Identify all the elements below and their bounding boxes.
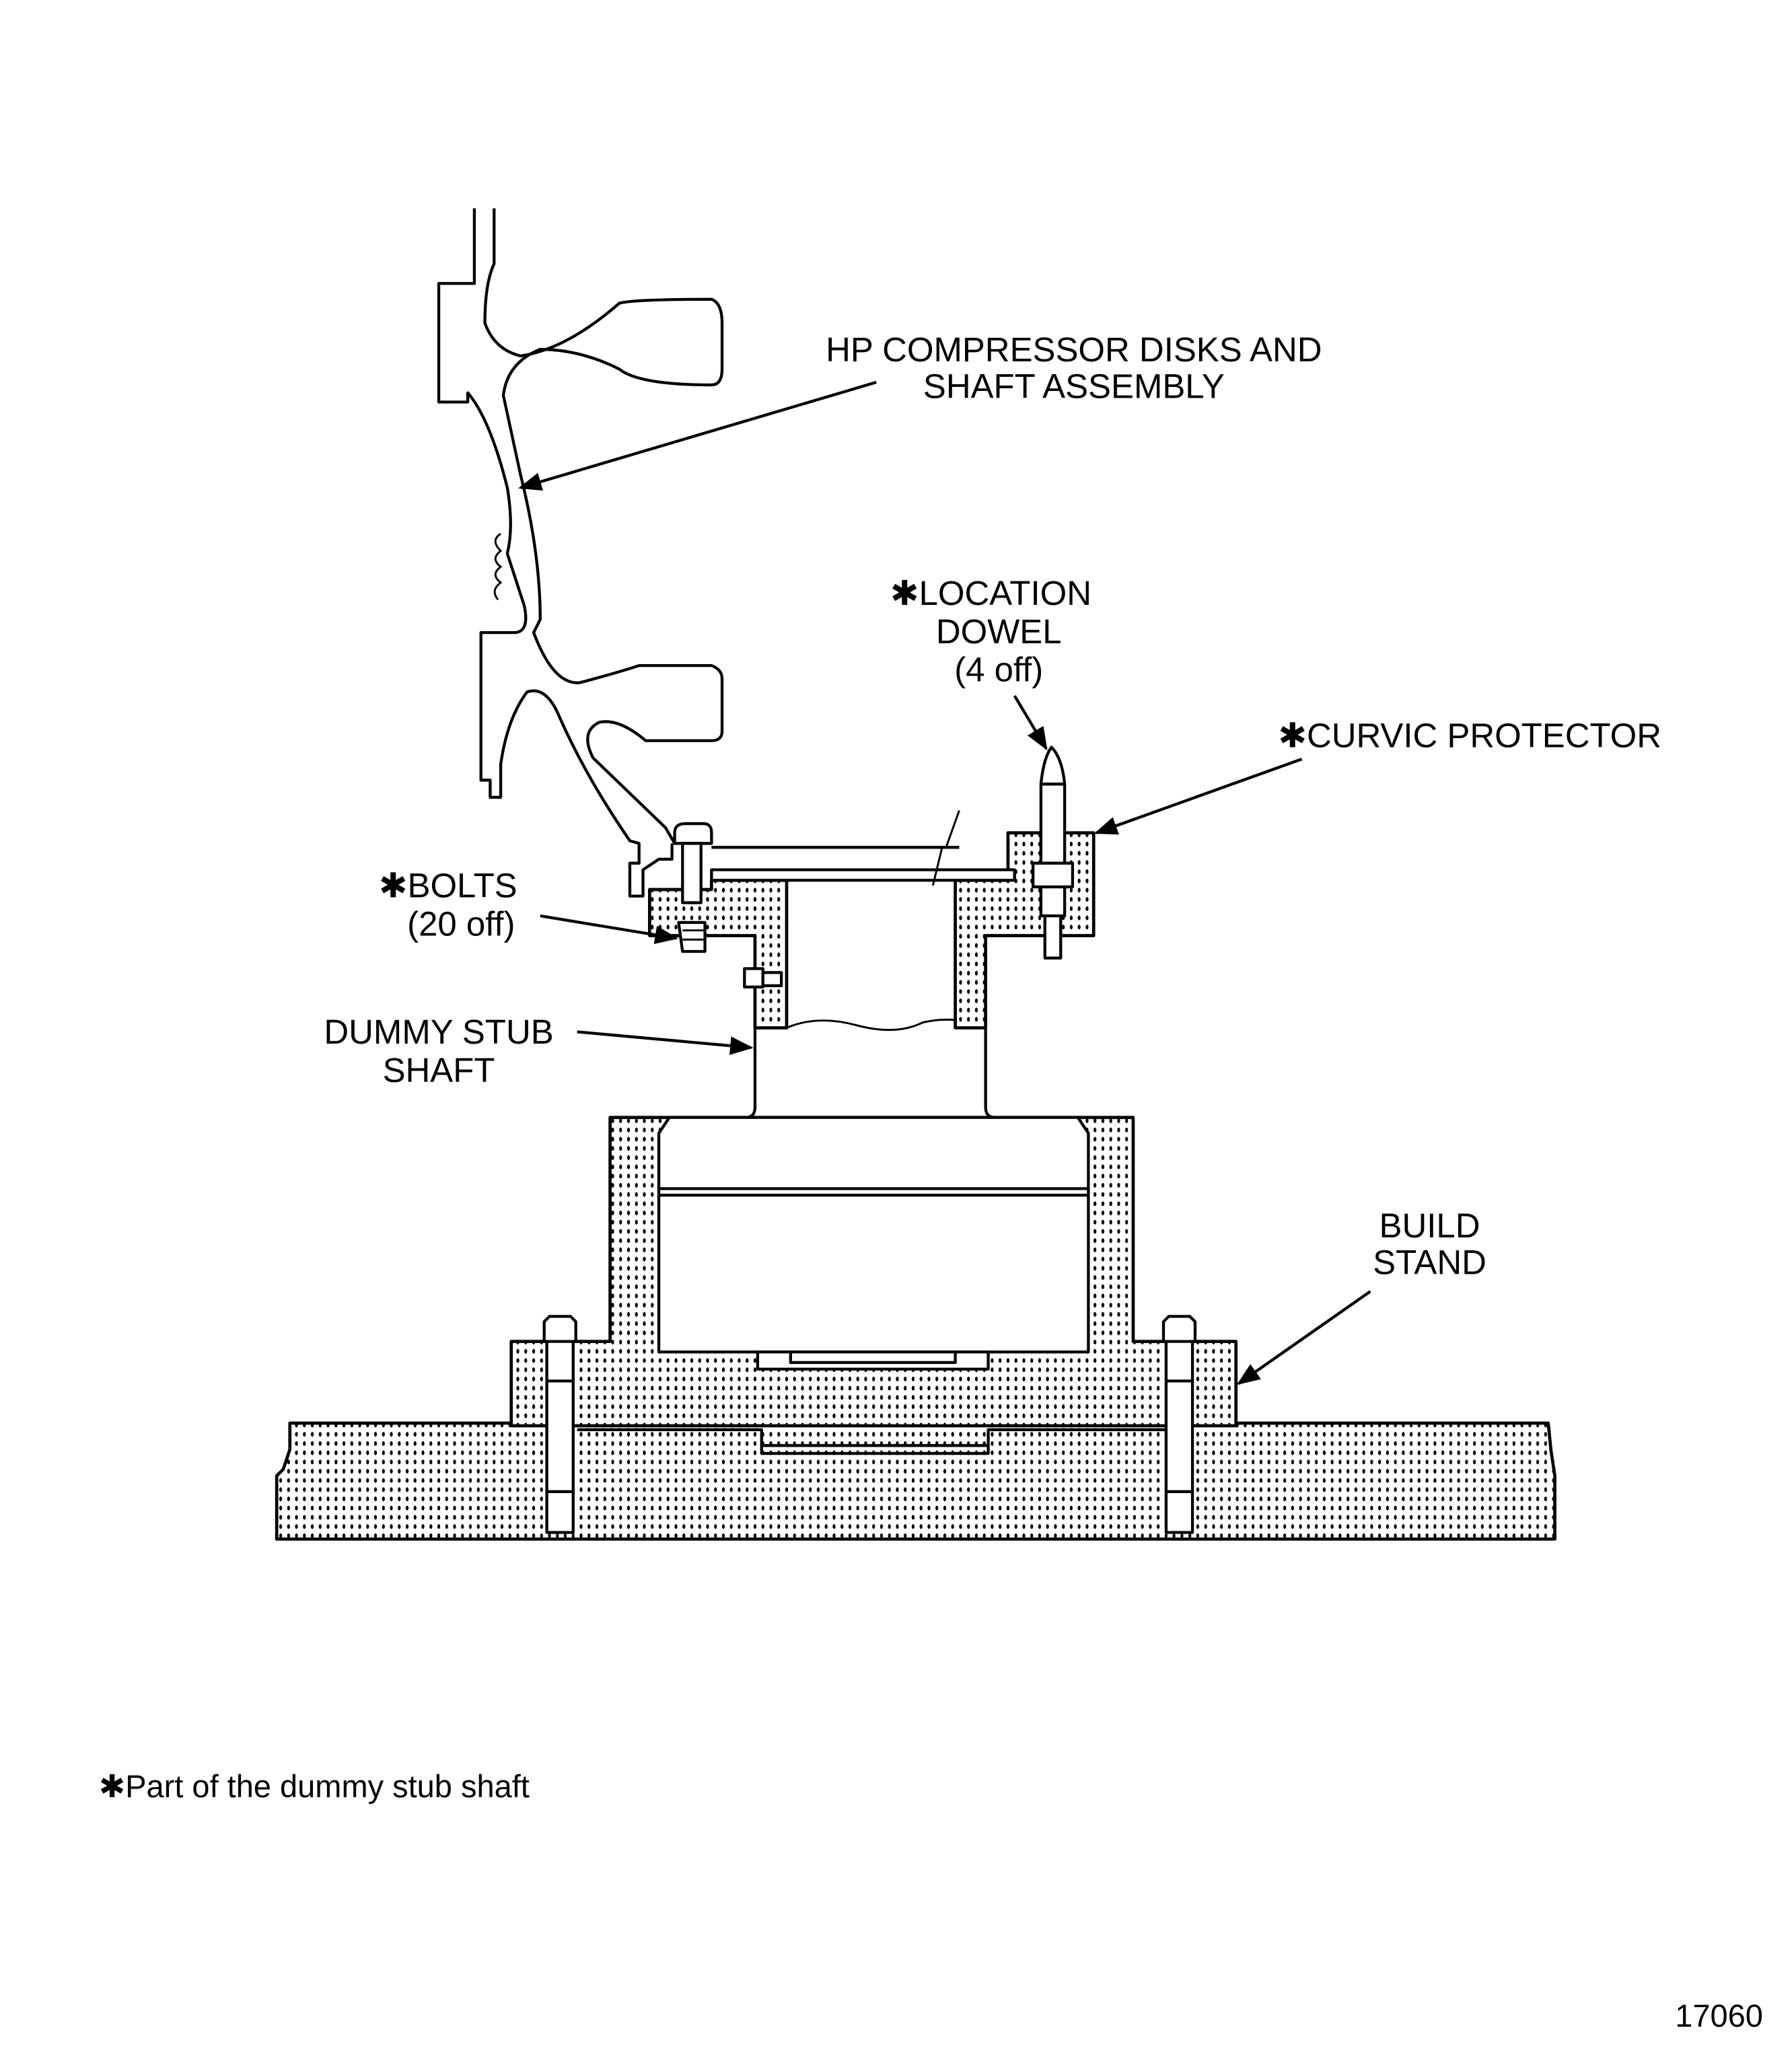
label-build-stand-line1: BUILD — [1379, 1206, 1480, 1245]
hp-compressor-disks — [437, 208, 724, 898]
stand-bolt-left — [542, 1315, 577, 1534]
leader-bolts — [540, 914, 678, 944]
stand-adapter — [657, 1116, 1090, 1354]
dummy-stub-shaft — [647, 810, 1096, 1119]
figure-number: 17060 — [1675, 1998, 1763, 2033]
build-stand — [275, 1116, 1556, 1541]
leader-dummy-stub-shaft — [577, 1030, 754, 1055]
leader-curvic-protector — [1094, 758, 1303, 835]
stand-bolt-right — [1161, 1315, 1197, 1534]
label-bolts-line1: ✱BOLTS — [379, 867, 517, 905]
leader-location-dowel — [1013, 695, 1048, 751]
label-bolts-line2: (20 off) — [407, 905, 515, 943]
leader-build-stand — [1236, 1290, 1371, 1385]
label-location-dowel-line2: DOWEL — [936, 612, 1062, 651]
label-curvic-protector: ✱CURVIC PROTECTOR — [1278, 717, 1661, 755]
label-dummy-stub-shaft-line2: SHAFT — [383, 1051, 495, 1089]
label-location-dowel-line3: (4 off) — [954, 651, 1043, 689]
label-dummy-stub-shaft-line1: DUMMY STUB — [324, 1013, 553, 1051]
label-build-stand-line2: STAND — [1373, 1243, 1486, 1282]
bolt — [673, 822, 713, 953]
label-hp-compressor-line1: HP COMPRESSOR DISKS AND — [826, 330, 1322, 369]
leader-lines — [518, 381, 1371, 1385]
location-dowel — [1031, 746, 1075, 960]
label-location-dowel-line1: ✱LOCATION — [890, 574, 1091, 612]
label-hp-compressor-line2: SHAFT ASSEMBLY — [923, 367, 1225, 406]
leader-hp-compressor — [518, 381, 877, 491]
footnote: ✱Part of the dummy stub shaft — [99, 1768, 530, 1804]
